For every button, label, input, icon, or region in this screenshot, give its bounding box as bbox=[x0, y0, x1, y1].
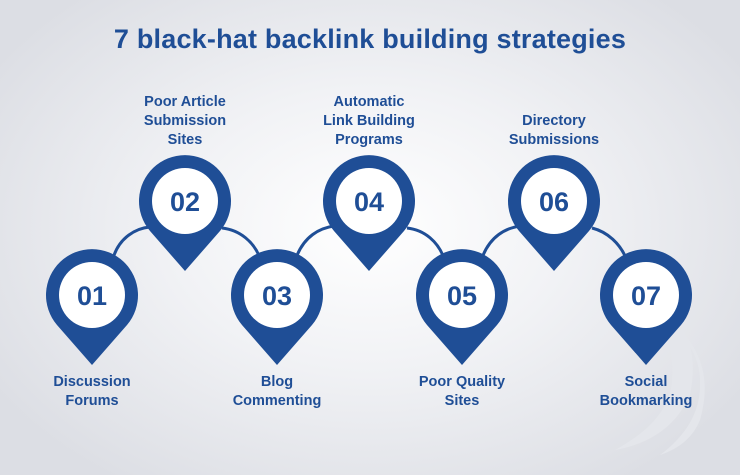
pin-inner-circle bbox=[429, 262, 495, 328]
step-number: 07 bbox=[631, 281, 661, 311]
step-pin-04: 04 bbox=[322, 155, 415, 271]
step-label-line: Directory bbox=[522, 113, 586, 129]
pin-inner-circle bbox=[152, 168, 218, 234]
step-pin-07: 07 bbox=[600, 249, 693, 365]
step-label-line: Discussion bbox=[53, 374, 131, 390]
step-label-line: Poor Article bbox=[144, 94, 226, 110]
step-label-line: Poor Quality bbox=[418, 374, 506, 390]
step-label-line: Social bbox=[624, 374, 668, 390]
step-label-line: Blog bbox=[260, 374, 294, 390]
step-pin-05: 05 bbox=[416, 249, 509, 365]
pin-inner-circle bbox=[521, 168, 587, 234]
step-number: 02 bbox=[170, 187, 200, 217]
pin-inner-circle bbox=[59, 262, 125, 328]
step-pin-06: 06 bbox=[508, 155, 600, 271]
step-label-line: Forums bbox=[65, 393, 119, 409]
step-pin-03: 03 bbox=[231, 249, 323, 365]
pin-inner-circle bbox=[613, 262, 679, 328]
pin-inner-circle bbox=[244, 262, 310, 328]
step-number: 01 bbox=[77, 281, 107, 311]
step-label-line: Submission bbox=[143, 113, 227, 129]
pin-inner-circle bbox=[336, 168, 402, 234]
step-label-line: Submissions bbox=[508, 132, 600, 148]
step-pin-01: 01 bbox=[46, 249, 138, 365]
step-label-line: Automatic bbox=[333, 94, 405, 110]
step-label-line: Bookmarking bbox=[599, 393, 693, 409]
step-label-line: Sites bbox=[167, 132, 203, 148]
decorative-swirl bbox=[615, 300, 705, 455]
step-number: 06 bbox=[539, 187, 569, 217]
step-label-line: Programs bbox=[335, 132, 403, 148]
step-label-line: Sites bbox=[444, 393, 480, 409]
step-label-line: Link Building bbox=[323, 113, 415, 129]
step-pin-02: 02 bbox=[139, 155, 232, 271]
page-title: 7 black-hat backlink building strategies bbox=[113, 24, 627, 54]
step-label-line: Commenting bbox=[232, 393, 322, 409]
step-number: 05 bbox=[447, 281, 477, 311]
step-number: 03 bbox=[262, 281, 292, 311]
step-number: 04 bbox=[354, 187, 384, 217]
